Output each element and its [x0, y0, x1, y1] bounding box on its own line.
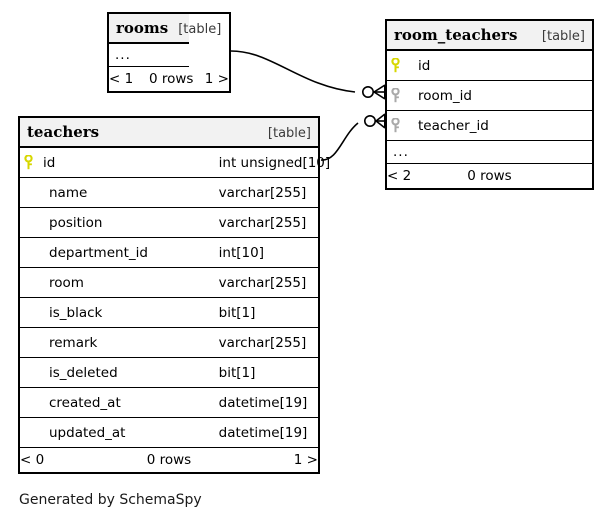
table-footer-room_teachers: < 2 0 rows	[387, 164, 592, 189]
table-type-tag: [table]	[541, 29, 585, 44]
table-row[interactable]: name varchar[255]	[20, 177, 318, 208]
edge-teachers-room_teachers	[320, 113, 386, 161]
footer-prev-count[interactable]: < 1	[109, 71, 134, 87]
crowsfoot-many	[373, 84, 386, 100]
column-name: id	[43, 154, 56, 171]
footer-row-count: 0 rows	[467, 168, 512, 184]
table-node-room_teachers[interactable]: room_teachers [table]	[385, 19, 594, 190]
table-row[interactable]: room varchar[255]	[20, 267, 318, 298]
table-row[interactable]: is_deleted bit[1]	[20, 357, 318, 388]
table-row[interactable]: created_at datetime[19]	[20, 387, 318, 418]
table-row[interactable]: department_id int[10]	[20, 237, 318, 268]
column-name: room	[49, 274, 84, 291]
table-row[interactable]: is_black bit[1]	[20, 297, 318, 328]
column-type: int[10]	[218, 237, 318, 268]
footer-prev-count[interactable]: < 0	[20, 452, 45, 468]
footer-next-count[interactable]	[524, 164, 592, 189]
table-row[interactable]: position varchar[255]	[20, 207, 318, 238]
cardinality-zero-circle	[361, 86, 374, 99]
column-name: remark	[49, 334, 98, 351]
footer-row-count: 0 rows	[146, 452, 192, 468]
column-type: varchar[255]	[218, 177, 318, 208]
table-node-teachers[interactable]: teachers [table]	[18, 116, 330, 474]
column-name: position	[49, 214, 103, 231]
columns-ellipsis-row: ...	[109, 43, 229, 67]
key-icon	[387, 88, 404, 103]
columns-ellipsis-row: ...	[387, 140, 592, 164]
column-name: is_deleted	[49, 364, 118, 381]
table-row[interactable]: remark varchar[255]	[20, 327, 318, 358]
table-node-rooms[interactable]: rooms [table] ... < 1 0 rows 1 >	[107, 12, 231, 93]
table-row[interactable]: updated_at datetime[19]	[20, 417, 318, 448]
column-type: varchar[255]	[218, 267, 318, 298]
key-icon	[387, 58, 404, 73]
table-row[interactable]: id int unsigned[10]	[20, 147, 330, 178]
column-type: bit[1]	[218, 357, 318, 388]
table-footer-teachers: < 0 0 rows 1 >	[20, 448, 318, 473]
table-header-room_teachers: room_teachers [table]	[387, 21, 592, 51]
footer-prev-count[interactable]: < 2	[387, 168, 412, 184]
column-name: name	[49, 184, 88, 201]
table-row[interactable]: room_id	[387, 80, 592, 111]
ellipsis-label: ...	[387, 140, 592, 164]
table-header-teachers: teachers [table]	[20, 118, 318, 148]
table-footer-rooms: < 1 0 rows 1 >	[109, 67, 229, 92]
key-icon	[20, 155, 37, 170]
column-name: room_id	[418, 87, 472, 104]
table-title: teachers	[27, 123, 100, 141]
table-row[interactable]: teacher_id	[387, 110, 592, 141]
key-icon	[387, 118, 404, 133]
table-type-tag: [table]	[178, 22, 222, 37]
cardinality-zero-circle	[363, 115, 376, 128]
column-name: is_black	[49, 304, 103, 321]
table-header-rooms: rooms [table]	[109, 14, 229, 44]
column-type: varchar[255]	[218, 207, 318, 238]
column-type: varchar[255]	[218, 327, 318, 358]
crowsfoot-many	[375, 113, 386, 129]
column-type: bit[1]	[218, 297, 318, 328]
column-type: int unsigned[10]	[218, 147, 330, 178]
footer-next-count[interactable]: 1 >	[293, 452, 318, 468]
column-name: department_id	[49, 244, 148, 261]
column-type: datetime[19]	[218, 387, 318, 418]
edge-rooms-room_teachers	[230, 50, 386, 100]
footer-row-count: 0 rows	[149, 71, 194, 87]
generated-by-caption: Generated by SchemaSpy	[19, 492, 202, 508]
table-type-tag: [table]	[267, 126, 311, 141]
column-name: created_at	[49, 394, 121, 411]
table-title: rooms	[116, 19, 169, 37]
column-name: teacher_id	[418, 117, 489, 134]
column-name: updated_at	[49, 424, 126, 441]
table-row[interactable]: id	[387, 50, 592, 81]
table-title: room_teachers	[394, 26, 518, 44]
column-type: datetime[19]	[218, 417, 318, 448]
footer-next-count[interactable]: 1 >	[204, 70, 229, 87]
ellipsis-label: ...	[109, 43, 189, 67]
column-name: id	[418, 57, 431, 74]
